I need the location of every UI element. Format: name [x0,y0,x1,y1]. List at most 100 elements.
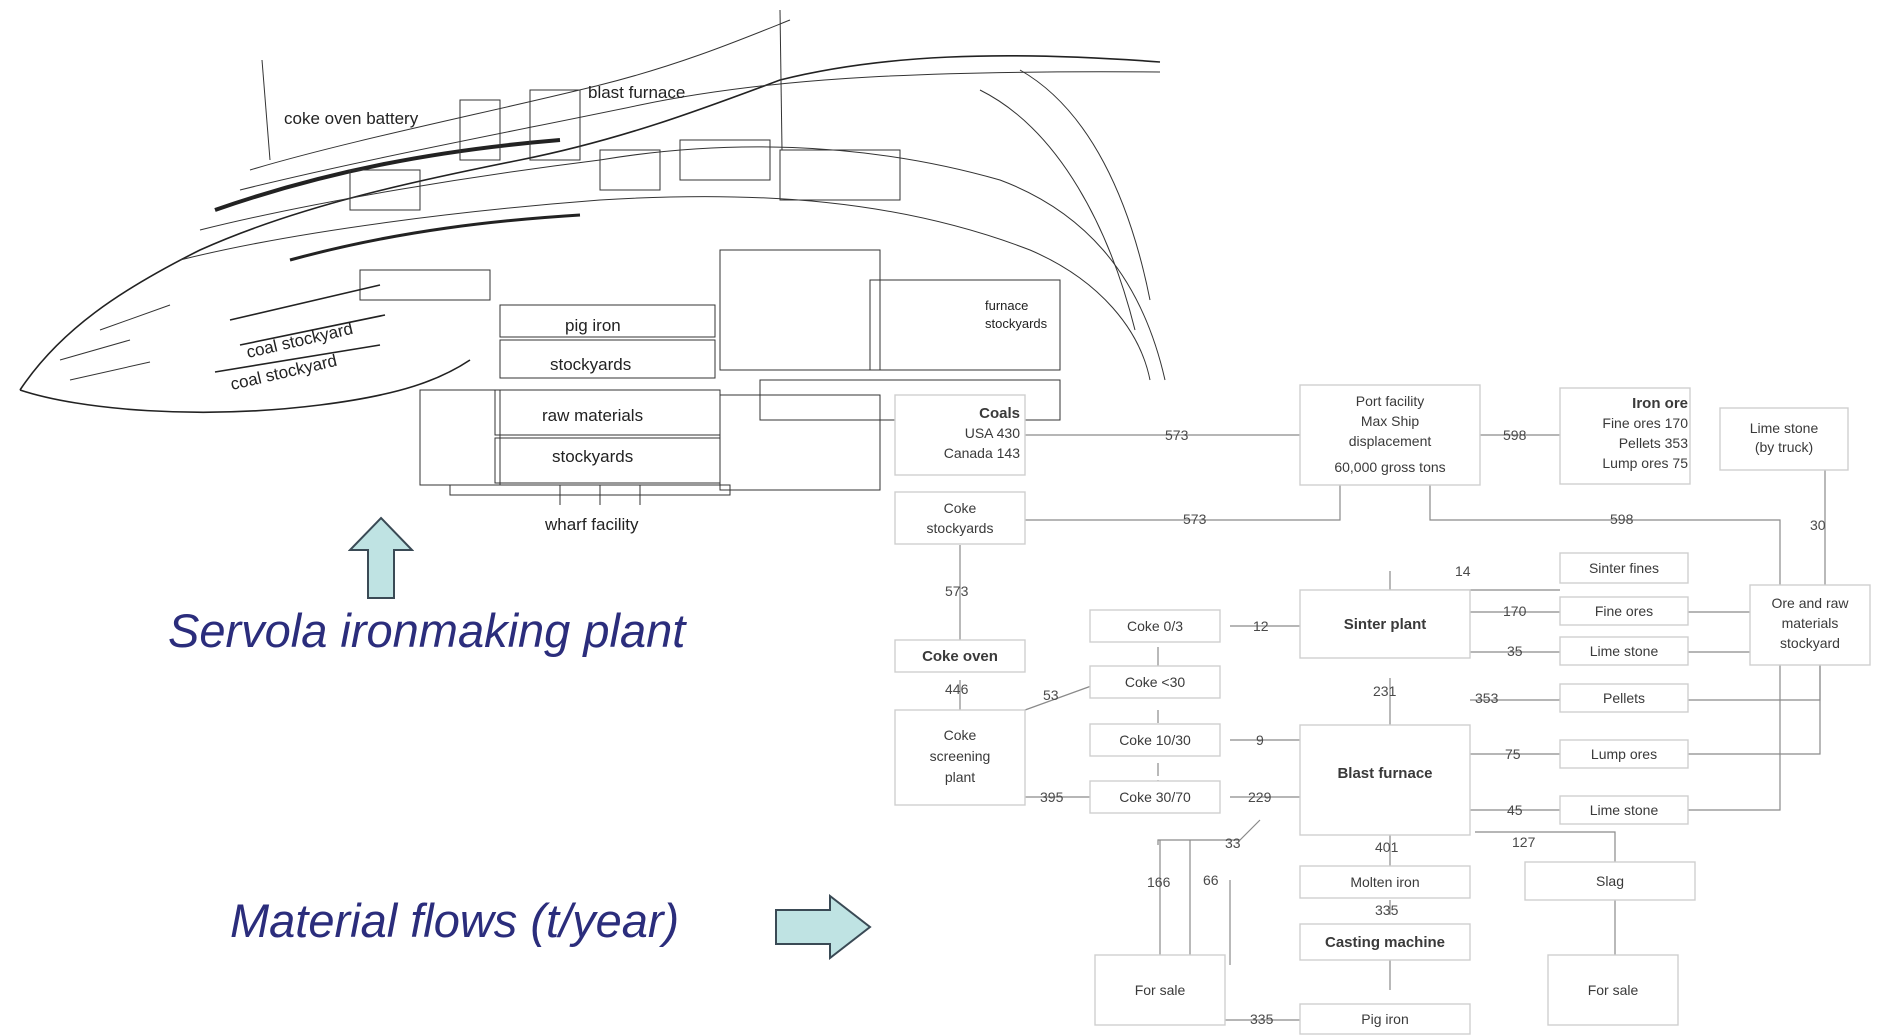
box-iron-ore: Iron ore Fine ores 170 Pellets 353 Lump … [1559,387,1691,485]
box-slag: Slag [1524,861,1696,901]
svg-text:stockyard: stockyard [1780,635,1840,651]
svg-text:60,000 gross tons: 60,000 gross tons [1334,459,1445,475]
box-limestone-truck: Lime stone (by truck) [1719,407,1849,471]
svg-text:Slag: Slag [1596,873,1624,889]
svg-text:Sinter fines: Sinter fines [1589,560,1659,576]
value-limestone-sinter: 35 [1507,643,1523,659]
svg-text:For sale: For sale [1135,982,1186,998]
svg-text:Pig iron: Pig iron [1361,1011,1408,1027]
svg-text:materials: materials [1782,615,1839,631]
box-coals: Coals USA 430 Canada 143 [894,394,1026,476]
box-pig-iron: Pig iron [1299,1003,1471,1035]
svg-text:Lime stone: Lime stone [1750,420,1819,436]
svg-text:Lime stone: Lime stone [1590,643,1659,659]
svg-text:Coke 0/3: Coke 0/3 [1127,618,1183,634]
svg-text:Coke 10/30: Coke 10/30 [1119,732,1191,748]
value-port-to-coke: 573 [1183,511,1207,527]
svg-text:USA 430: USA 430 [965,425,1020,441]
flow-values: 573 598 573 598 30 573 14 170 35 12 446 … [945,427,1826,1027]
svg-text:Coke 30/70: Coke 30/70 [1119,789,1191,805]
plant-drawing: coke oven battery blast furnace coal sto… [19,9,1166,534]
box-sinter-fines: Sinter fines [1559,552,1689,584]
svg-text:Blast furnace: Blast furnace [1337,765,1432,782]
svg-text:Lump ores: Lump ores [1591,746,1657,762]
svg-text:Coals: Coals [979,405,1020,422]
label-raw-stockyards: stockyards [552,447,633,466]
value-screening-out: 53 [1043,687,1059,703]
value-screening-to-3070: 395 [1040,789,1064,805]
value-pig-iron: 335 [1250,1011,1274,1027]
value-pellets-to-bf: 353 [1475,690,1499,706]
label-pig-iron: pig iron [565,316,621,335]
box-coke-oven: Coke oven [894,639,1026,673]
box-for-sale-1: For sale [1094,954,1226,1026]
svg-text:Casting machine: Casting machine [1325,934,1445,951]
value-coke-out: 33 [1225,835,1241,851]
box-coke-1030: Coke 10/30 [1089,723,1221,757]
svg-text:Canada 143: Canada 143 [944,445,1021,461]
svg-text:Sinter plant: Sinter plant [1344,616,1427,633]
svg-text:Coke: Coke [944,500,977,516]
box-port-facility: Port facility Max Ship displacement 60,0… [1299,384,1481,486]
caption-material-flows: Material flows (t/year) [230,894,680,947]
label-furnace-area: furnace [985,298,1028,313]
right-arrow-icon [775,894,872,960]
svg-text:Coke: Coke [944,727,977,743]
value-casting: 335 [1375,902,1399,918]
svg-text:displacement: displacement [1349,433,1432,449]
svg-text:For sale: For sale [1588,982,1639,998]
value-limestone-to-stock: 30 [1810,517,1826,533]
svg-text:Lump ores 75: Lump ores 75 [1602,455,1688,471]
label-raw-materials: raw materials [542,406,643,425]
svg-text:Fine ores 170: Fine ores 170 [1602,415,1688,431]
svg-text:Pellets: Pellets [1603,690,1645,706]
value-fine-ores: 170 [1503,603,1527,619]
svg-text:(by truck): (by truck) [1755,439,1813,455]
svg-text:Coke <30: Coke <30 [1125,674,1186,690]
label-blast-furnace: blast furnace [588,83,685,102]
value-coke1030-to-bf: 9 [1256,732,1264,748]
svg-text:Ore and raw: Ore and raw [1771,595,1849,611]
value-for-sale-b: 66 [1203,872,1219,888]
box-coke-03: Coke 0/3 [1089,609,1221,643]
box-ore-stockyard: Ore and raw materials stockyard [1749,584,1871,666]
svg-text:Iron ore: Iron ore [1632,395,1688,412]
box-limestone-1: Lime stone [1559,636,1689,666]
svg-text:Port facility: Port facility [1356,393,1424,409]
value-slag: 127 [1512,834,1536,850]
label-wharf-facility: wharf facility [544,515,639,534]
value-ore-to-stock: 598 [1610,511,1634,527]
label-stockyards: stockyards [550,355,631,374]
box-for-sale-2: For sale [1547,954,1679,1026]
value-coke-oven-out: 446 [945,681,969,697]
svg-text:Lime stone: Lime stone [1590,802,1659,818]
value-coals-to-port: 573 [1165,427,1189,443]
value-molten-iron: 401 [1375,839,1399,855]
box-coke-3070: Coke 30/70 [1089,780,1221,814]
svg-text:plant: plant [945,769,975,785]
value-limestone-bf: 45 [1507,802,1523,818]
plant-sketch-lines [19,9,1166,505]
svg-text:Coke oven: Coke oven [922,648,998,665]
value-coke-stock-to-oven: 573 [945,583,969,599]
box-fine-ores: Fine ores [1559,596,1689,626]
box-coke-30: Coke <30 [1089,665,1221,699]
label-coke-oven-battery: coke oven battery [284,109,419,128]
box-limestone-2: Lime stone [1559,795,1689,825]
up-arrow-icon [348,516,414,599]
value-ore-to-port: 598 [1503,427,1527,443]
svg-text:Fine ores: Fine ores [1595,603,1653,619]
box-molten-iron: Molten iron [1299,865,1471,899]
box-pellets: Pellets [1559,683,1689,713]
svg-text:screening: screening [930,748,991,764]
label-furnace-area-2: stockyards [985,316,1048,331]
value-for-sale-a: 166 [1147,874,1171,890]
svg-text:Max Ship: Max Ship [1361,413,1420,429]
value-coke03-to-sinter: 12 [1253,618,1269,634]
svg-text:stockyards: stockyards [927,520,994,536]
value-lump-ores: 75 [1505,746,1521,762]
svg-text:Pellets 353: Pellets 353 [1619,435,1688,451]
box-sinter-plant: Sinter plant [1299,589,1471,659]
svg-text:Molten iron: Molten iron [1350,874,1419,890]
